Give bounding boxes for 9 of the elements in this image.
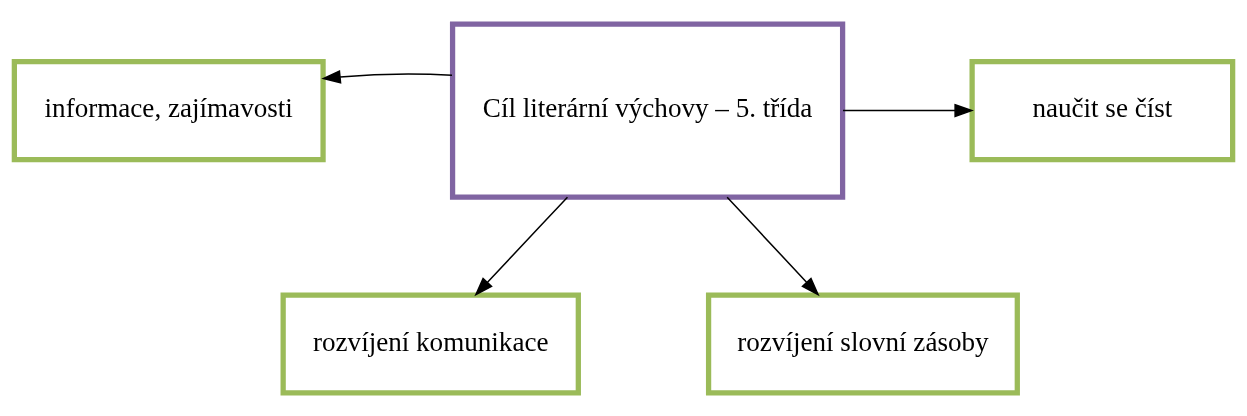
node-box: rozvíjení slovní zásoby	[705, 291, 1020, 396]
node-box: naučit se číst	[969, 58, 1236, 162]
node-box: informace, zajímavosti	[11, 58, 326, 162]
arrow	[474, 196, 569, 296]
node-box: rozvíjení komunikace	[280, 291, 581, 396]
arrow	[842, 103, 974, 117]
arrow	[321, 69, 453, 84]
arrow	[726, 196, 820, 296]
node-box: Cíl literární výchovy – 5. třída	[449, 20, 846, 200]
